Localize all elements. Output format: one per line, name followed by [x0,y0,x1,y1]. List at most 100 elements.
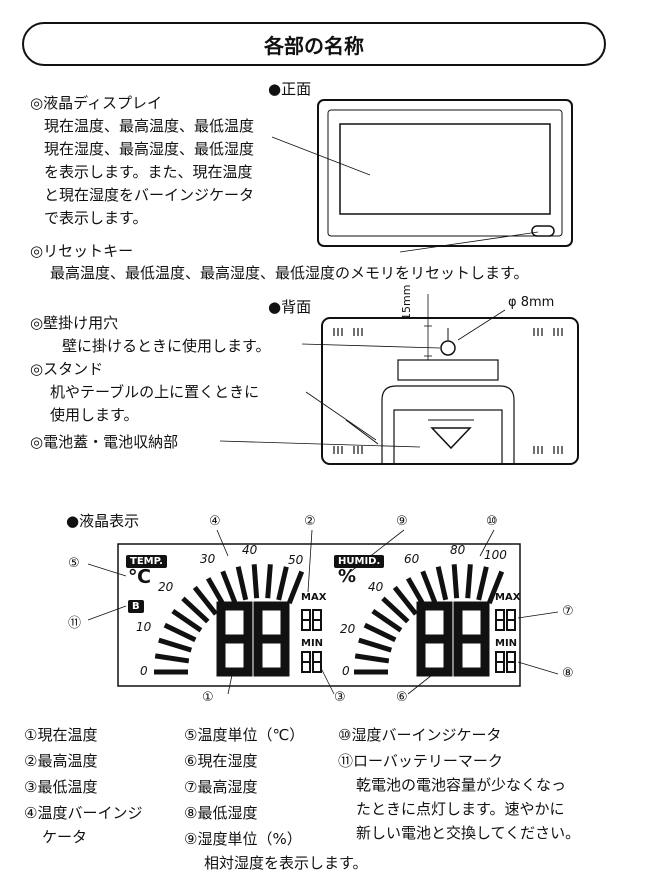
humid-scale-60: 60 [404,552,420,566]
humid-bar-segment [465,564,473,599]
humid-max-label: MAX [495,592,521,603]
lcd-display-desc-5: で表示します。 [44,209,148,227]
front-device [317,99,573,247]
legend-9: ⑨湿度単位（%） [184,830,302,848]
stand-desc-1: 机やテーブルの上に置くときに [50,383,260,401]
temp-bar-segment [235,566,249,601]
temp-scale-10: 10 [136,620,152,634]
callout-4: ④ [209,514,221,529]
legend-2: ②最高温度 [24,752,98,770]
legend-5: ⑤温度単位（℃） [184,726,305,744]
temp-bar-segment [220,570,238,604]
stand-desc-2: 使用します。 [50,406,139,424]
back-device [321,317,579,465]
front-header: ●正面 [268,80,312,98]
legend-4b: ケータ [42,828,88,846]
lcd-display-desc-1: 現在温度、最高温度、最低温度 [44,117,255,135]
humid-min-label: MIN [495,638,518,649]
humid-bar-segment [476,566,489,601]
legend-7: ⑦最高湿度 [184,778,258,796]
lcd-diagram [87,529,559,695]
legend-10: ⑩湿度バーインジケータ [338,726,502,744]
humid-min-digits [495,651,516,673]
legend-1: ①現在温度 [24,726,98,744]
callout-5: ⑤ [68,556,80,571]
battery-heading: ◎電池蓋・電池収納部 [30,433,179,451]
lcd-display-desc-2: 現在湿度、最高湿度、最低湿度 [44,140,255,158]
humid-bar-segment [392,585,418,616]
legend-11c: たときに点灯します。速やかに [356,800,565,818]
temp-bar-segment [163,622,197,643]
humid-bar-segment [363,622,397,643]
humid-unit: % [338,566,357,587]
temp-bar-segment [158,637,193,653]
temp-max-digits [301,609,322,631]
temp-bar-segment [154,653,190,664]
temp-scale-40: 40 [242,543,258,557]
legend-4: ④温度バーインジ [24,804,143,822]
humid-badge: HUMID. [334,555,385,568]
temp-unit: ℃ [128,566,152,588]
legend-11d: 新しい電池と交換してください。 [356,824,581,842]
lcd-display-desc-4: と現在湿度をバーインジケータ [44,186,255,204]
humid-digits [416,601,490,677]
hole-height: 15mm [400,284,413,320]
legend-8: ⑧最低湿度 [184,804,258,822]
callout-6: ⑥ [396,690,408,705]
wall-hole [440,340,456,356]
humid-bar-segment [486,570,505,605]
humid-bar-segment [420,570,438,604]
humid-scale-80: 80 [450,543,466,557]
humid-bar-segment [354,653,390,664]
callout-1: ① [202,690,214,705]
temp-bar-segment [265,564,273,599]
lcd-frame [117,543,521,687]
temp-digits [216,601,290,677]
temp-scale-20: 20 [158,580,174,594]
humid-scale-40: 40 [368,580,384,594]
temp-bar-segment [276,566,289,601]
temp-bar-segment [286,570,305,605]
page-title: 各部の名称 [22,22,606,66]
lcd-display-desc-3: を表示します。また、現在温度 [44,163,253,181]
callout-8: ⑧ [562,666,574,681]
temp-min-digits [301,651,322,673]
reset-key-desc: 最高温度、最低温度、最高湿度、最低湿度のメモリをリセットします。 [50,264,529,282]
humid-scale-100: 100 [484,548,507,562]
temp-bar-segment [251,564,260,599]
callout-7: ⑦ [562,604,574,619]
temp-bar-segment [192,585,218,616]
stand-heading: ◎スタンド [30,360,104,378]
humid-bar-segment [451,564,460,599]
temp-bar-indicator [154,564,305,675]
temp-scale-0: 0 [140,664,148,678]
humid-bar-segment [371,609,403,633]
temp-scale-30: 30 [200,552,216,566]
temp-min-label: MIN [301,638,324,649]
hole-diameter: φ 8mm [508,295,555,310]
wall-hole-heading: ◎壁掛け用穴 [30,314,119,332]
humid-bar-segment [435,566,449,601]
reset-key-heading: ◎リセットキー [30,242,134,260]
callout-9: ⑨ [396,514,408,529]
low-battery-mark: B [128,600,144,613]
callout-3: ③ [334,690,346,705]
legend-3: ③最低温度 [24,778,98,796]
temp-max-label: MAX [301,592,327,603]
temp-badge: TEMP. [126,555,167,568]
lcd-header: ●液晶表示 [66,512,140,530]
lcd-display-heading: ◎液晶ディスプレイ [30,94,163,112]
legend-6: ⑥現在湿度 [184,752,258,770]
legend-9b: 相対湿度を表示します。 [204,854,368,872]
humid-scale-20: 20 [340,622,356,636]
legend-11: ⑪ローバッテリーマーク [338,752,503,770]
temp-bar-segment [171,609,203,633]
humid-bar-segment [358,637,393,653]
temp-scale-50: 50 [288,553,304,567]
back-header: ●背面 [268,298,312,316]
device-drawings [219,99,579,465]
humid-max-digits [495,609,516,631]
callout-2: ② [304,514,316,529]
callout-11: ⑪ [68,616,82,631]
callout-10: ⑩ [486,514,498,529]
